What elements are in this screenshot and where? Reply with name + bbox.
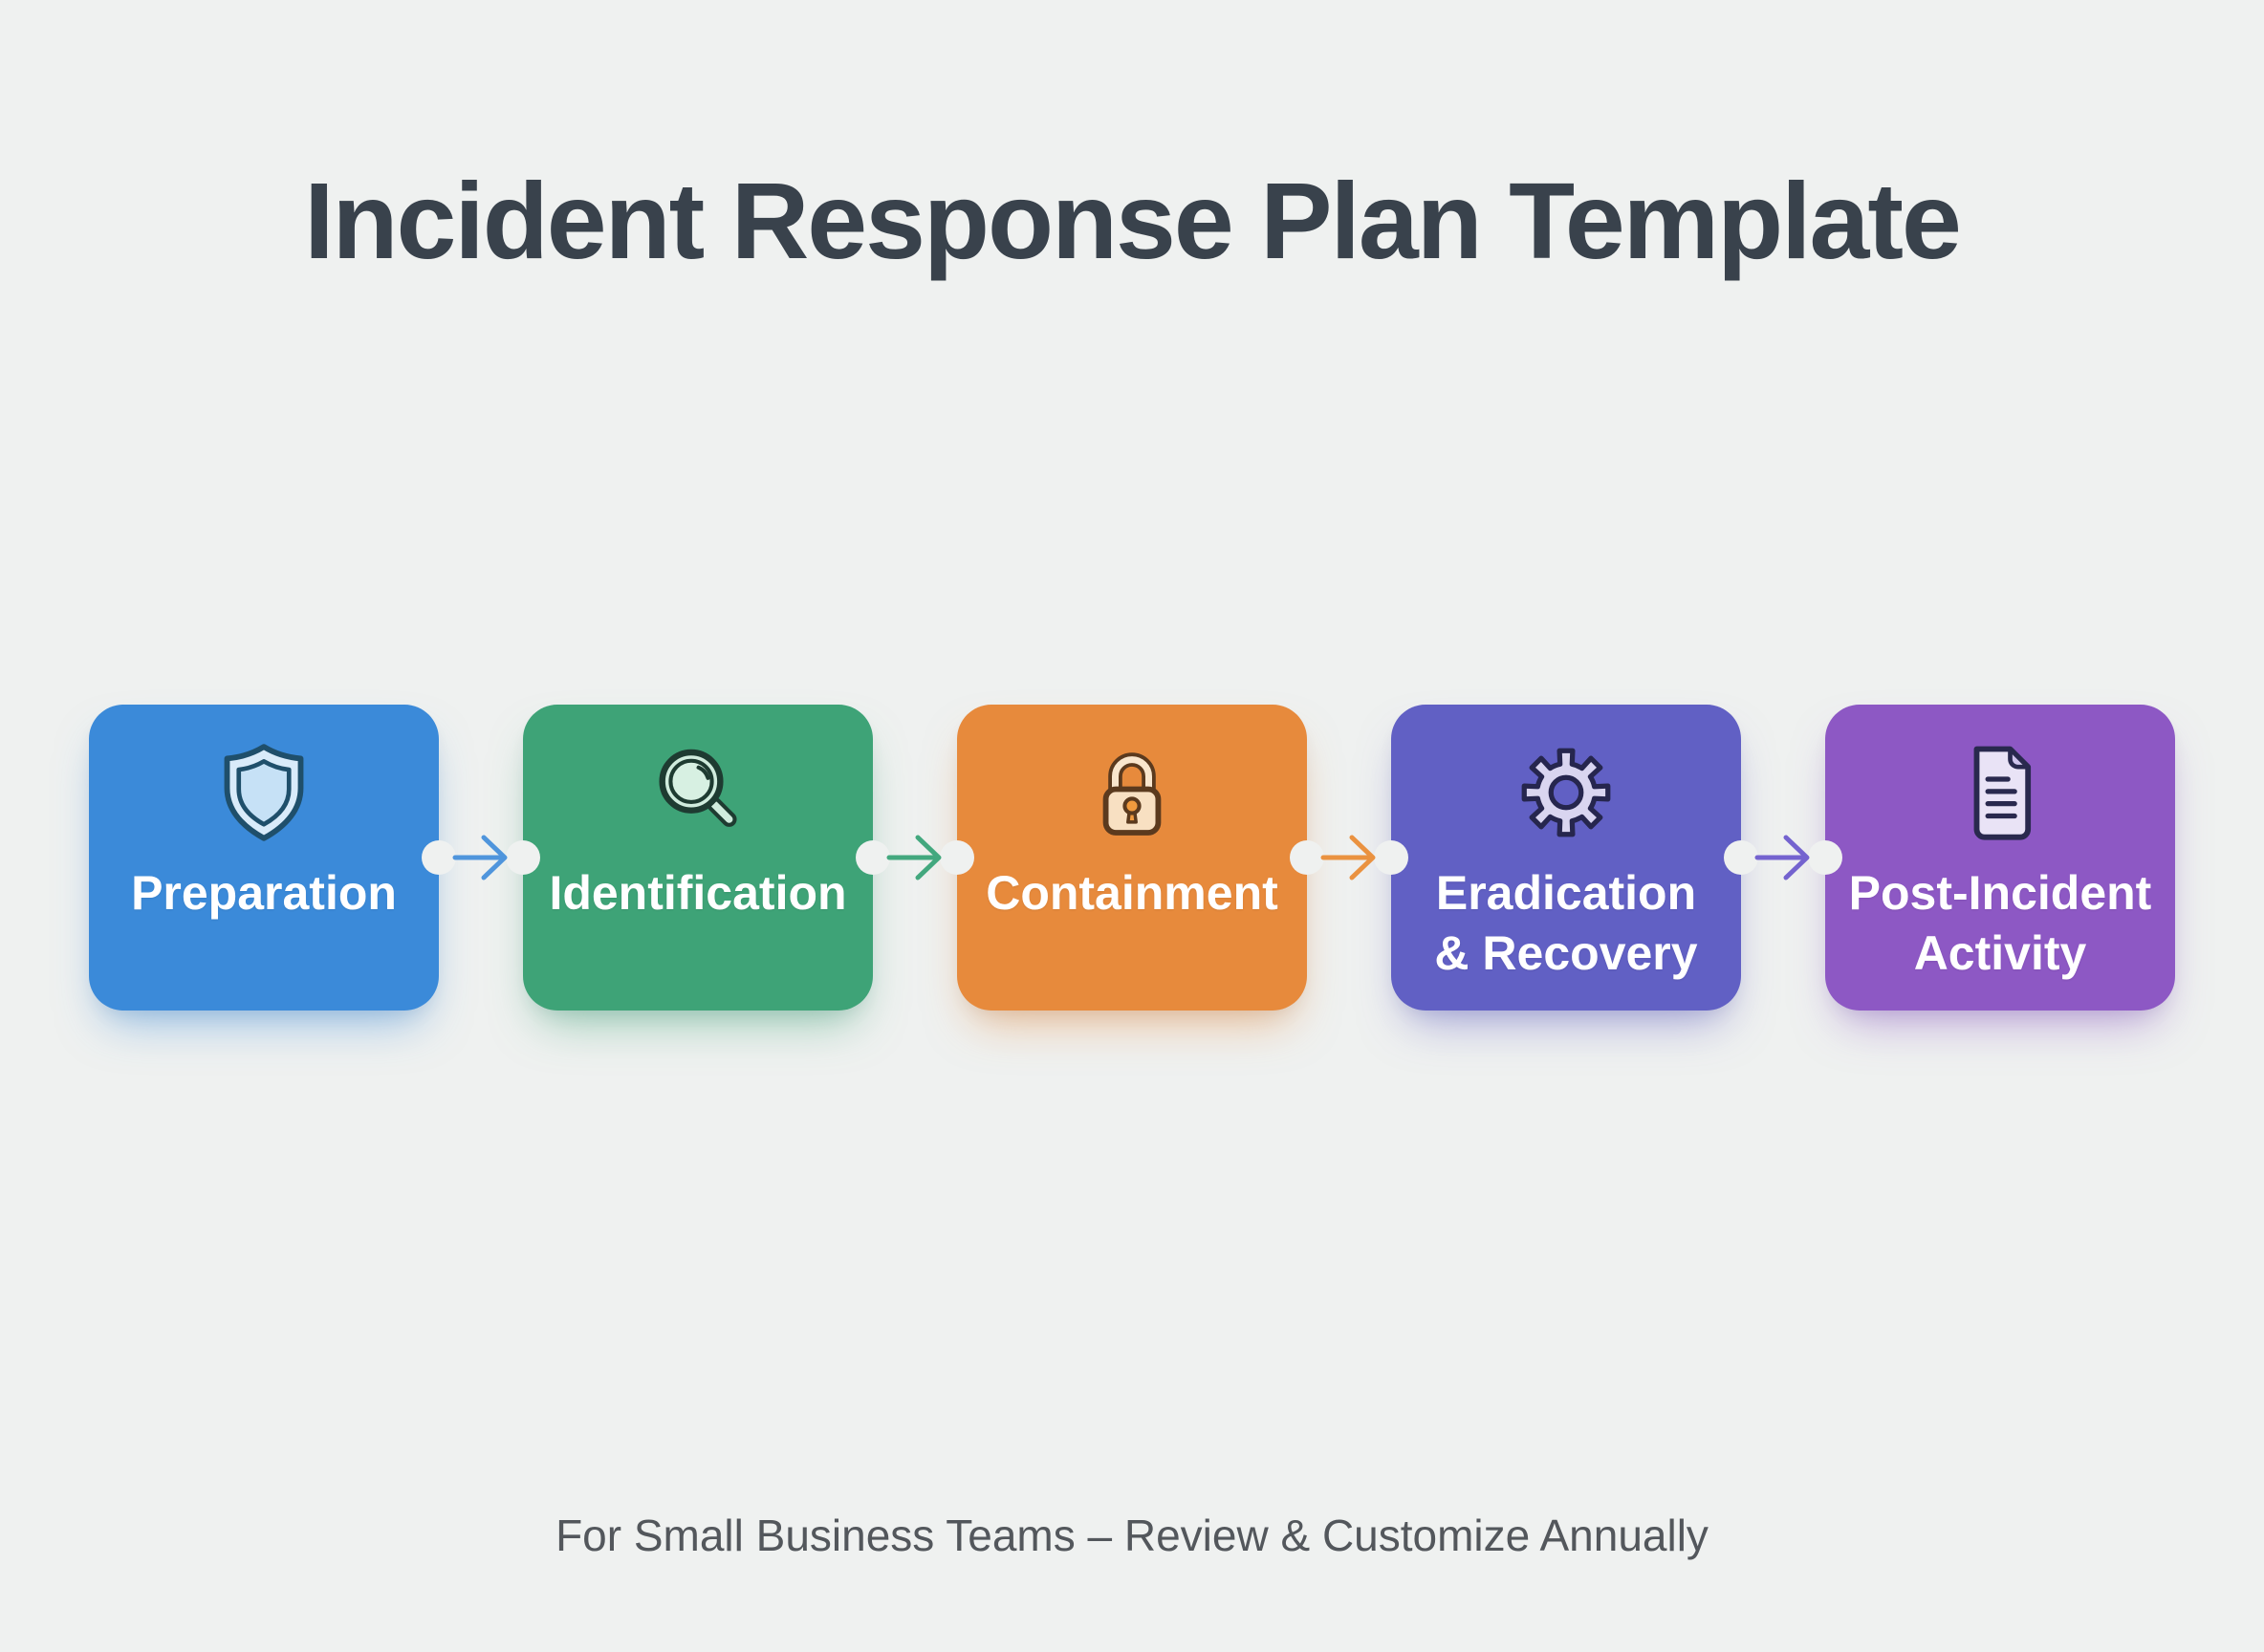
connector-notch [1290,840,1324,875]
stage-box-identification: Identification [506,705,890,1011]
connector-notch [940,840,974,875]
arrow-gap [1307,705,1391,1011]
arrow-right-icon [886,835,942,880]
stage-label: Preparation [131,866,397,920]
connector-notch [506,840,540,875]
stage-label: Eradication & Recovery [1434,866,1698,980]
lock-icon [1102,752,1162,836]
magnifier-icon [659,749,737,827]
arrow-right-icon [1320,835,1376,880]
gear-icon [1521,748,1611,837]
stage-label: Containment [986,866,1278,920]
stage-box-eradication-recovery: Eradication & Recovery [1374,705,1758,1011]
document-icon [1973,746,2032,840]
arrow-right-icon [1754,835,1810,880]
page-title: Incident Response Plan Template [304,160,1962,281]
stage-box-preparation: Preparation [89,705,456,1011]
arrow-gap [873,705,957,1011]
shield-icon [224,744,304,841]
connector-notch [856,840,890,875]
page-footer-caption: For Small Business Teams – Review & Cust… [555,1511,1709,1560]
connector-notch [1808,840,1842,875]
incident-response-flow-diagram: Preparation Identification [0,705,2264,1011]
stage-label: Identification [549,866,847,920]
connector-notch [422,840,456,875]
arrow-right-icon [452,835,508,880]
arrow-gap [1741,705,1825,1011]
connector-notch [1724,840,1758,875]
arrow-gap [439,705,523,1011]
stage-label: Post-Incident Activity [1848,866,2152,980]
connector-notch [1374,840,1408,875]
stage-box-post-incident-activity: Post-Incident Activity [1808,705,2175,1011]
stage-box-containment: Containment [940,705,1324,1011]
